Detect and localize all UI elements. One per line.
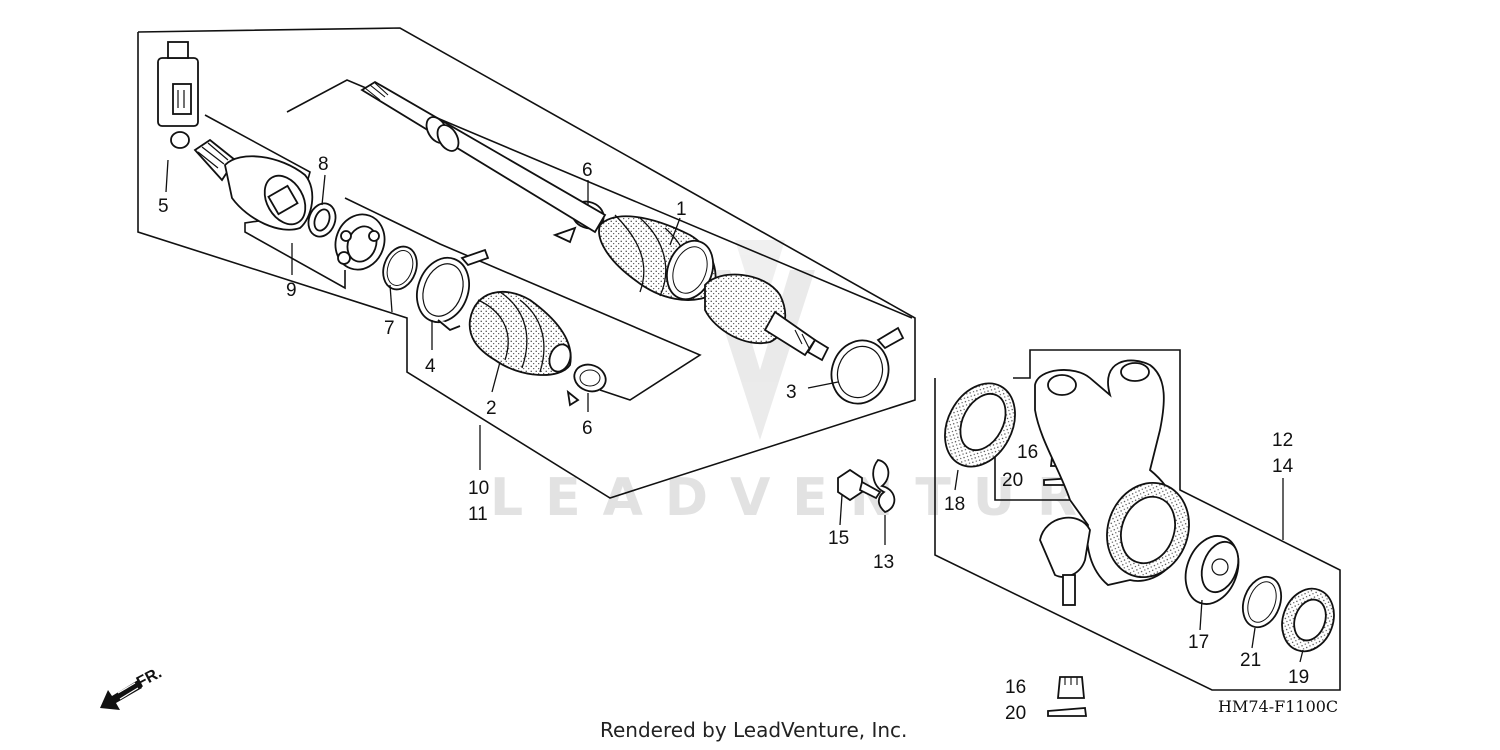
drive-shaft: [360, 80, 607, 234]
oil-seal-19: [1281, 587, 1335, 653]
boot-kit-outline: [344, 197, 702, 401]
boot-band-6-lower: [566, 363, 607, 407]
callout-2: 2: [486, 398, 497, 419]
callout-5: 5: [158, 196, 169, 217]
leader-lines: [165, 159, 1304, 663]
grease-bottle: [157, 41, 199, 127]
assembly-outline-main: [137, 27, 916, 499]
snap-ring-8: [307, 202, 337, 238]
cotter-pin-20-lower: [1047, 707, 1088, 717]
callout-20-upper: 20: [1002, 470, 1023, 491]
boot-1: [598, 214, 717, 301]
front-direction-arrow: [100, 680, 142, 710]
callout-6-upper: 6: [582, 160, 593, 181]
callout-4: 4: [425, 356, 436, 377]
flange-bolt-15: [837, 468, 882, 502]
lock-clip-13: [872, 459, 896, 514]
callout-6-lower: 6: [582, 418, 593, 439]
bearing-cage: [334, 213, 386, 271]
callout-8: 8: [318, 154, 329, 175]
callout-20-lower: 20: [1005, 703, 1026, 724]
callout-12: 12: [1272, 430, 1293, 451]
callout-1: 1: [676, 199, 687, 220]
boot-band-4: [416, 248, 490, 332]
bearing-17: [1184, 535, 1240, 605]
inner-joint-outline: [204, 114, 346, 290]
callout-10: 10: [468, 478, 489, 499]
boot-band-3: [830, 326, 905, 405]
inner-cv-joint: [193, 138, 314, 231]
callout-18: 18: [944, 494, 965, 515]
oil-seal-18: [944, 382, 1016, 468]
knuckle-group-outline: [934, 349, 1341, 691]
boot-2: [468, 291, 572, 376]
watermark-text: LEADVENTURE: [490, 468, 1157, 528]
circlip-21: [1241, 575, 1283, 629]
callout-19: 19: [1288, 667, 1309, 688]
callout-21: 21: [1240, 650, 1261, 671]
outer-cv-joint: [704, 273, 830, 362]
steering-knuckle: [1034, 359, 1190, 586]
callout-7: 7: [384, 318, 395, 339]
circlip-7: [382, 245, 418, 291]
callout-17: 17: [1188, 632, 1209, 653]
callout-13: 13: [873, 552, 894, 573]
callout-16-upper: 16: [1017, 442, 1038, 463]
credit-text: Rendered by LeadVenture, Inc.: [600, 718, 908, 742]
callout-14: 14: [1272, 456, 1294, 477]
o-ring: [170, 131, 190, 149]
shaft-subgroup-outline: [286, 79, 913, 319]
callout-3: 3: [786, 382, 797, 403]
ball-joint: [1039, 516, 1091, 606]
castle-nut-16-lower: [1057, 676, 1085, 699]
callout-11: 11: [468, 504, 488, 525]
callout-9: 9: [286, 280, 297, 301]
callout-16-lower: 16: [1005, 677, 1026, 698]
diagram-code: HM74-F1100C: [1218, 697, 1339, 716]
callout-15: 15: [828, 528, 849, 549]
